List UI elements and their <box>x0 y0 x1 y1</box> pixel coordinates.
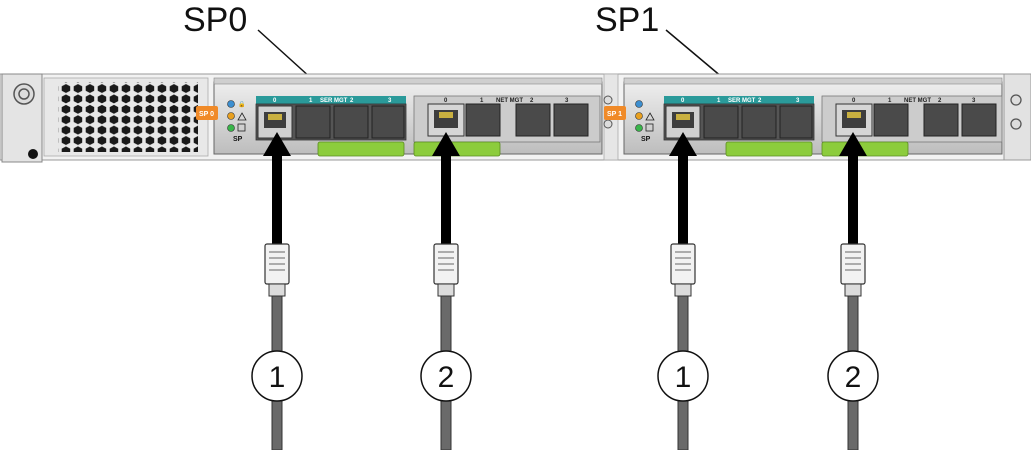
net-mgt-port-3[interactable] <box>553 103 589 137</box>
rj45-connector-icon <box>433 243 459 297</box>
cable-assembly-3: 1 <box>657 132 709 450</box>
ser-mgt-port-3[interactable] <box>371 105 405 139</box>
net-port-num: 3 <box>565 98 569 104</box>
callout-circle <box>251 350 303 402</box>
led-green-icon <box>227 124 235 132</box>
plug-boot <box>674 283 692 297</box>
ser-port-num: 0 <box>273 98 277 104</box>
plug-boot <box>437 283 455 297</box>
ser-port-num: 0 <box>681 98 685 104</box>
cable-assembly-1: 1 <box>251 132 303 450</box>
net-mgt-port-0[interactable] <box>835 103 873 137</box>
ser-mgt-port-0[interactable] <box>257 105 293 139</box>
ser-mgt-port-2[interactable] <box>333 105 369 139</box>
sp1-badge-text: SP 1 <box>607 111 622 118</box>
ser-group-label: SER MGT <box>728 98 756 104</box>
led-amber-icon <box>635 112 643 120</box>
rj45-connector-icon <box>670 243 696 297</box>
ser-mgt-port-2[interactable] <box>741 105 777 139</box>
net-group-label: NET MGT <box>496 98 523 104</box>
led-blue-icon <box>635 100 643 108</box>
led-green-icon <box>635 124 643 132</box>
warning-icon <box>237 112 247 121</box>
rj45-connector-icon <box>840 243 866 297</box>
arrow-head-icon <box>839 132 867 156</box>
callout-circle <box>420 350 472 402</box>
sp-module-1: SP 1 SP 0 1 SER MGT 2 3 0 1 NET MGT 2 3 <box>604 77 1003 157</box>
ser-port-num: 1 <box>309 98 313 104</box>
sp1-side-label: SP <box>641 136 651 143</box>
net-port-num: 2 <box>938 98 942 104</box>
ser-port-num: 3 <box>388 98 392 104</box>
power-button-icon <box>28 149 38 159</box>
ser-mgt-port-3[interactable] <box>779 105 813 139</box>
callout-number: 1 <box>675 361 692 394</box>
arrow-head-icon <box>669 132 697 156</box>
callout-number: 1 <box>269 361 286 394</box>
callout-circle <box>827 350 879 402</box>
cable-assembly-2: 2 <box>420 132 472 450</box>
arrow-head-icon <box>432 132 460 156</box>
vent-grille <box>58 82 198 152</box>
sp0-badge-text: SP 0 <box>199 111 214 118</box>
led-blue-icon <box>227 100 235 108</box>
ser-mgt-port-1[interactable] <box>295 105 331 139</box>
cable-assembly-4: 2 <box>827 132 879 450</box>
ser-group-label: SER MGT <box>320 98 348 104</box>
sp0-label: SP0 <box>183 1 247 39</box>
locate-icon <box>645 123 654 132</box>
rj45-connector-icon <box>264 243 290 297</box>
locate-icon <box>237 123 246 132</box>
sp-module-0: SP 0 🔒 SP 0 1 SER MGT 2 3 0 1 NET MGT 2 … <box>196 77 613 157</box>
lock-icon: 🔒 <box>238 100 245 108</box>
arrow-shaft <box>848 152 858 244</box>
net-group-label: NET MGT <box>904 98 931 104</box>
plug-boot <box>844 283 862 297</box>
cable-group: 1 2 1 2 <box>251 132 879 450</box>
net-port-num: 1 <box>480 98 484 104</box>
arrow-shaft <box>441 152 451 244</box>
arrow-head-icon <box>263 132 291 156</box>
warning-icon <box>645 112 655 121</box>
net-mgt-port-0[interactable] <box>427 103 465 137</box>
ser-port-num: 3 <box>796 98 800 104</box>
ser-port-num: 2 <box>758 98 762 104</box>
led-amber-icon <box>227 112 235 120</box>
green-release-handle[interactable] <box>725 141 813 157</box>
net-mgt-port-3[interactable] <box>961 103 997 137</box>
ser-port-num: 1 <box>717 98 721 104</box>
net-mgt-port-2[interactable] <box>923 103 959 137</box>
sp1-badge <box>604 106 626 120</box>
callout-number: 2 <box>438 361 455 394</box>
sp0-side-label: SP <box>233 136 243 143</box>
arrow-shaft <box>678 152 688 244</box>
callout-circle <box>657 350 709 402</box>
ser-mgt-port-1[interactable] <box>703 105 739 139</box>
plug-boot <box>268 283 286 297</box>
net-mgt-port-1[interactable] <box>465 103 501 137</box>
arrow-shaft <box>272 152 282 244</box>
screw-icon <box>13 83 35 105</box>
ser-mgt-strip <box>664 96 814 104</box>
ser-port-num: 2 <box>350 98 354 104</box>
ser-mgt-strip <box>256 96 406 104</box>
net-port-num: 2 <box>530 98 534 104</box>
net-port-num: 0 <box>444 98 448 104</box>
net-mgt-port-2[interactable] <box>515 103 551 137</box>
net-port-num: 3 <box>972 98 976 104</box>
callout-number: 2 <box>845 361 862 394</box>
green-release-handle[interactable] <box>317 141 405 157</box>
net-port-num: 0 <box>852 98 856 104</box>
sp0-badge <box>196 106 218 120</box>
net-mgt-port-1[interactable] <box>873 103 909 137</box>
net-port-num: 1 <box>888 98 892 104</box>
sp1-label: SP1 <box>595 1 659 39</box>
